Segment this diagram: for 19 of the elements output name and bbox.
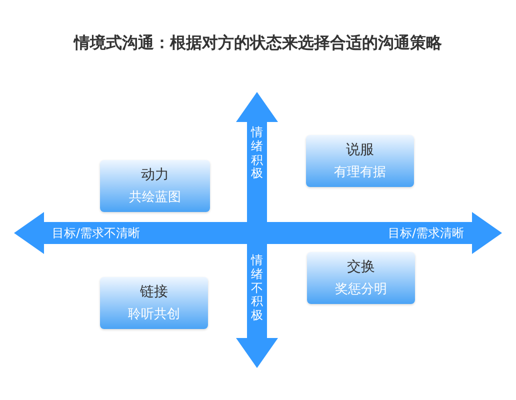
double-arrow <box>14 212 502 254</box>
strategy-card <box>306 135 414 187</box>
strategy-card <box>100 160 210 212</box>
strategy-heading: 链接 <box>139 283 169 301</box>
axis-label: 情绪不积极 <box>251 254 263 323</box>
axis-label: 情绪积极 <box>251 126 263 182</box>
title: 情境式沟通：根据对方的状态来选择合适的沟通策略 <box>72 33 443 54</box>
strategy-description: 聆听共创 <box>127 306 181 323</box>
strategy-description: 奖惩分明 <box>334 281 388 298</box>
axis-label: 目标/需求清晰 <box>388 225 464 242</box>
strategy-heading: 动力 <box>140 166 170 184</box>
strategy-description: 共绘蓝图 <box>128 189 182 206</box>
strategy-card <box>100 277 208 329</box>
strategy-card <box>307 252 415 304</box>
strategy-heading: 说服 <box>345 141 375 159</box>
axis-label: 目标/需求不清晰 <box>52 225 140 242</box>
double-arrow <box>236 92 278 368</box>
strategy-heading: 交换 <box>346 258 376 276</box>
strategy-description: 有理有据 <box>333 164 387 181</box>
